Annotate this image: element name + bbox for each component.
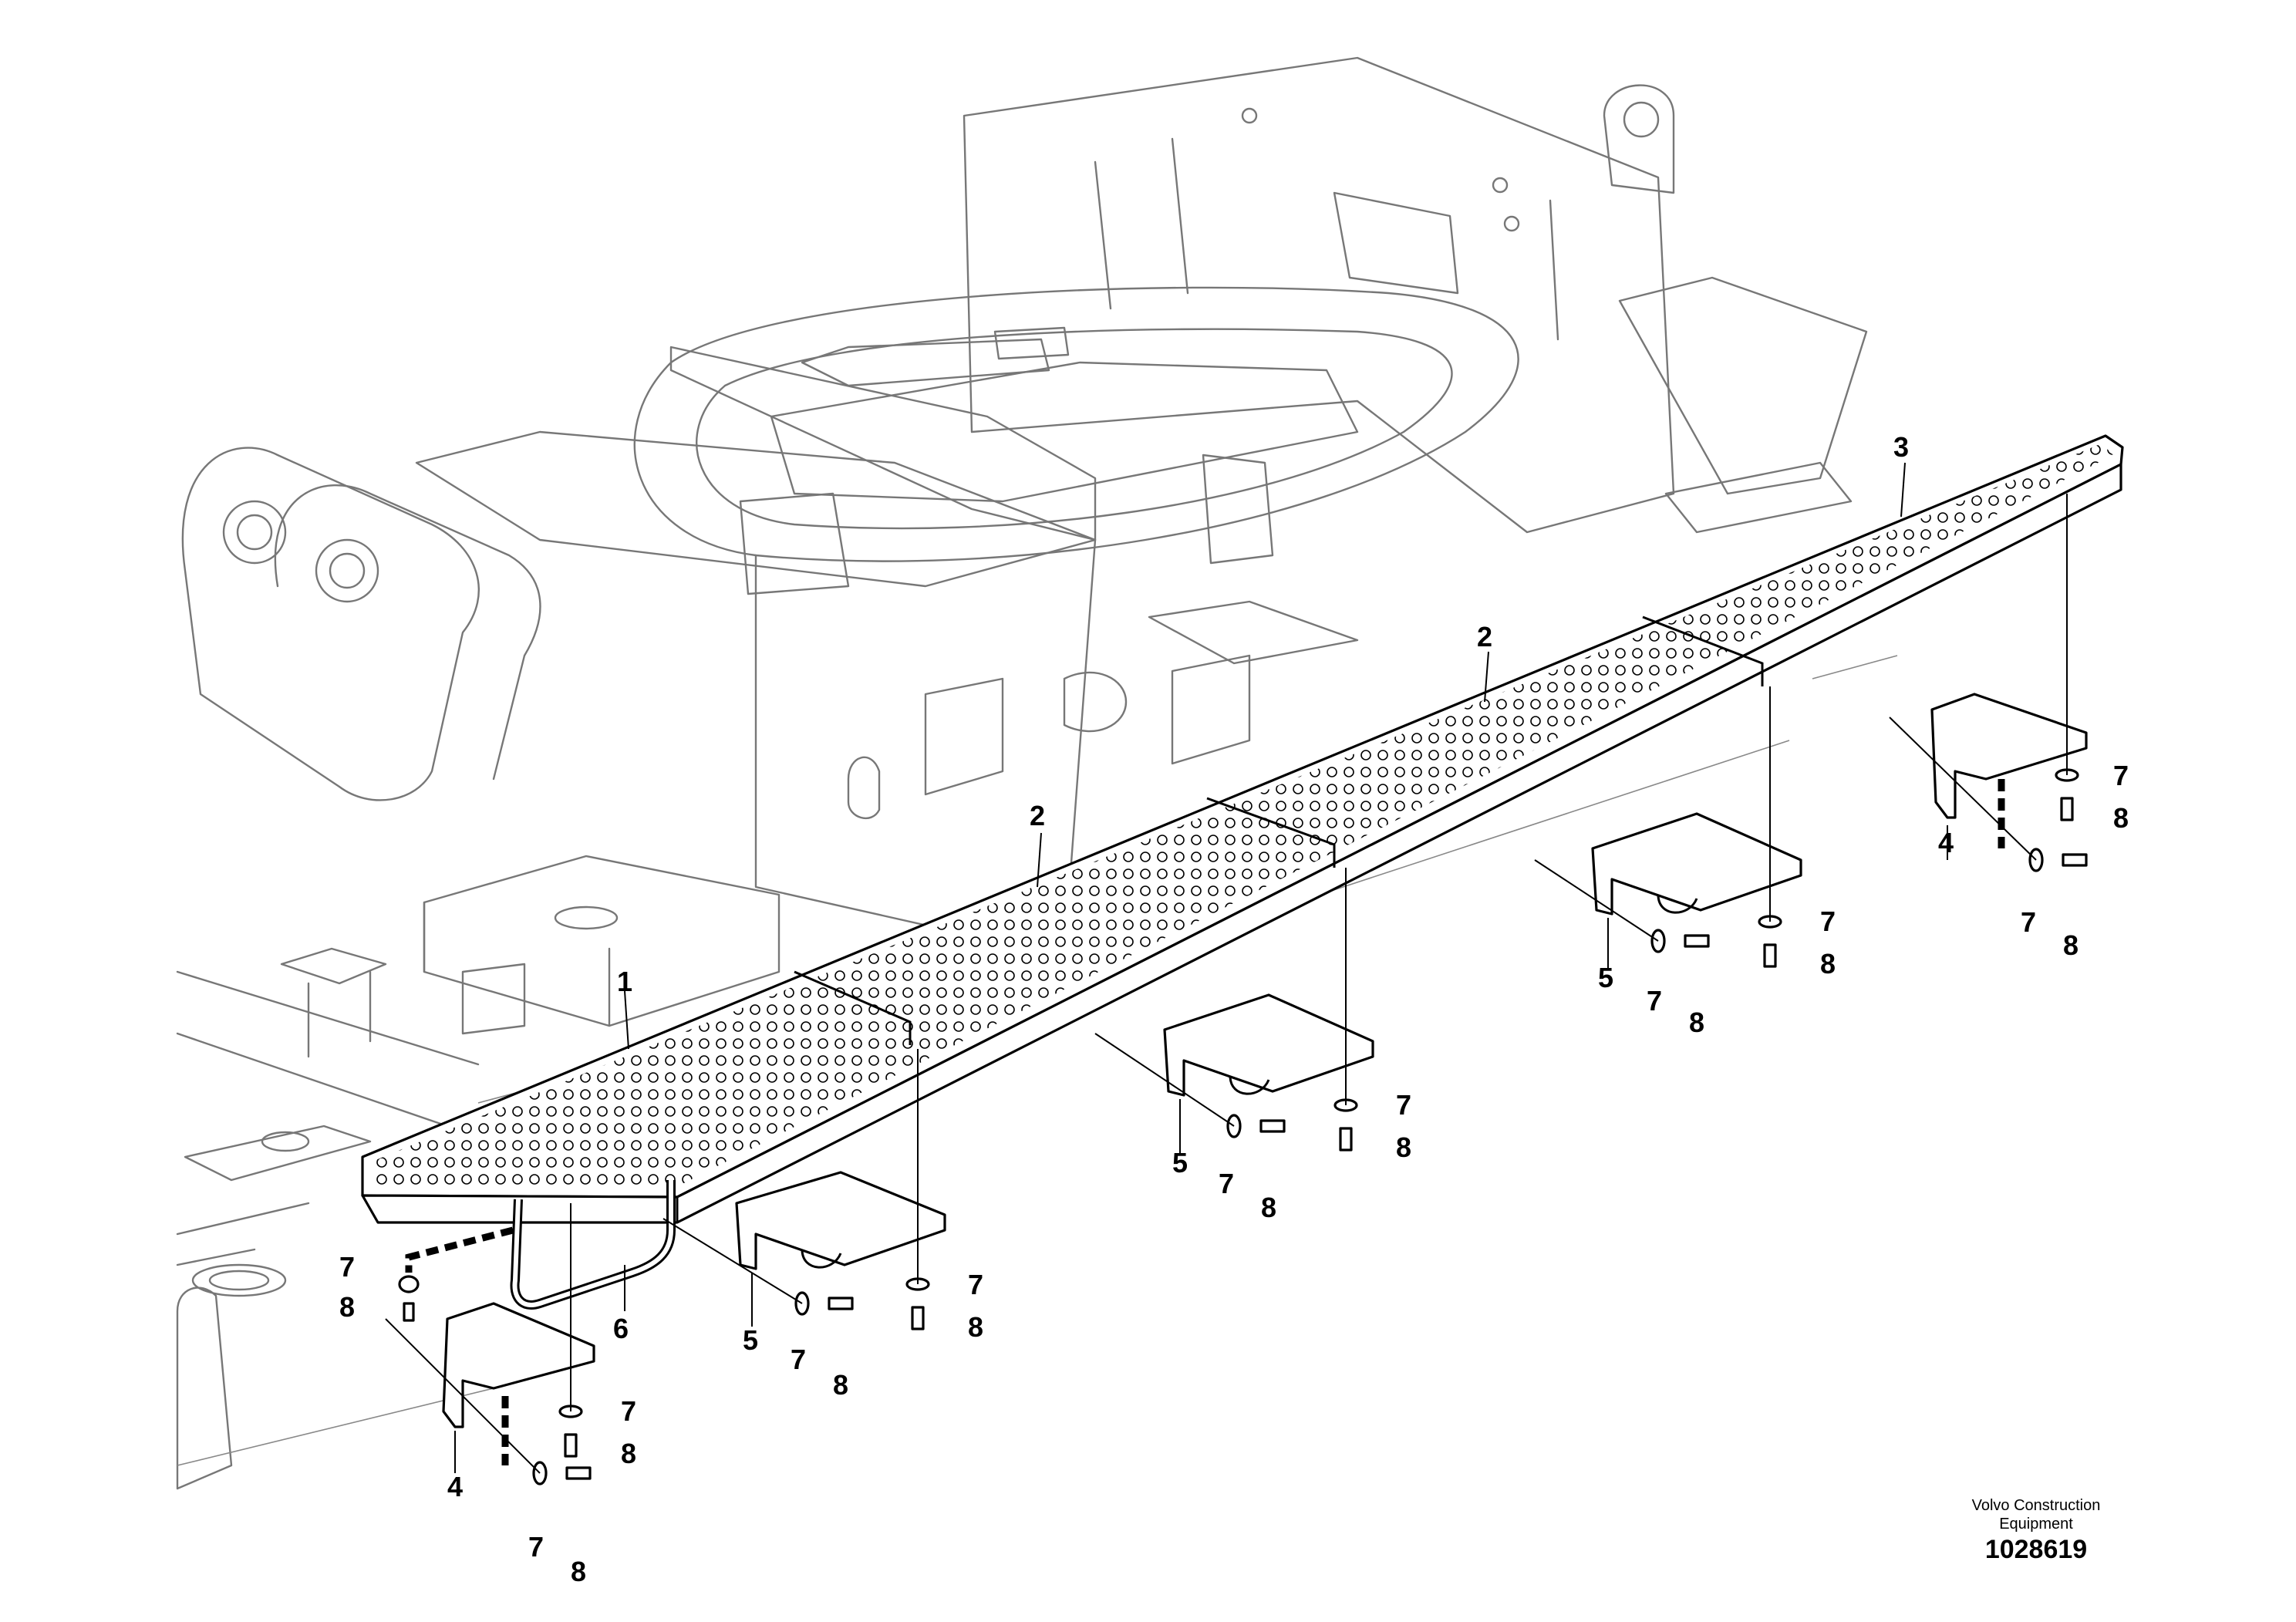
callout-7: 7	[1647, 985, 1662, 1017]
callout-labels: 1 2 2 3 6 4 4 5 5 5 7 8 7 8 7 8 7 8 7 8 …	[339, 431, 2129, 1587]
callout-3: 3	[1893, 431, 1909, 463]
callout-8: 8	[2063, 929, 2079, 961]
callout-8: 8	[968, 1311, 983, 1343]
callout-7: 7	[1396, 1089, 1411, 1121]
callout-7: 7	[2113, 760, 2129, 791]
callout-5c: 5	[1598, 962, 1613, 993]
callout-7: 7	[339, 1251, 355, 1283]
bracket-mid-2	[1163, 993, 1374, 1097]
fasteners	[385, 494, 2088, 1485]
callout-7: 7	[791, 1344, 806, 1375]
callout-8: 8	[1689, 1007, 1704, 1038]
callout-7: 7	[1219, 1168, 1234, 1199]
callout-8: 8	[833, 1369, 848, 1401]
bracket-mid-1	[735, 1171, 946, 1270]
callout-7: 7	[2021, 906, 2036, 938]
callout-8: 8	[1396, 1131, 1411, 1163]
publisher-credit-line1: Volvo Construction	[1971, 1497, 2101, 1514]
drawing-number: 1028619	[1984, 1535, 2088, 1564]
callout-8: 8	[1820, 948, 1836, 980]
publisher-credit-line2: Equipment	[1999, 1516, 2073, 1533]
leader-lines	[454, 462, 1948, 1473]
callout-7: 7	[621, 1395, 636, 1427]
callout-8: 8	[339, 1291, 355, 1323]
step-tread-assembly	[361, 434, 2124, 1224]
joint-1	[794, 970, 912, 1045]
callout-2a: 2	[1030, 800, 1045, 831]
joint-2	[1206, 797, 1336, 868]
callout-4a: 4	[447, 1471, 463, 1502]
callout-5a: 5	[743, 1324, 758, 1356]
callout-4b: 4	[1938, 827, 1954, 858]
callout-7: 7	[528, 1531, 544, 1563]
machine-frame	[176, 56, 1898, 1490]
callout-2b: 2	[1477, 621, 1492, 653]
bracket-end-front	[405, 1226, 595, 1465]
callout-8: 8	[571, 1556, 586, 1587]
callout-7: 7	[968, 1269, 983, 1300]
grab-handle	[510, 1180, 676, 1310]
step-tread-holes	[374, 443, 2113, 1188]
callout-7: 7	[1820, 905, 1836, 937]
callout-1: 1	[617, 966, 632, 997]
callout-8: 8	[621, 1438, 636, 1469]
bracket-end-rear	[1930, 693, 2088, 848]
bracket-mid-3	[1591, 812, 1802, 916]
callout-8: 8	[2113, 802, 2129, 834]
joint-3	[1642, 615, 1764, 686]
callout-5b: 5	[1172, 1147, 1188, 1179]
callout-8: 8	[1261, 1192, 1276, 1223]
callout-6: 6	[613, 1313, 629, 1344]
